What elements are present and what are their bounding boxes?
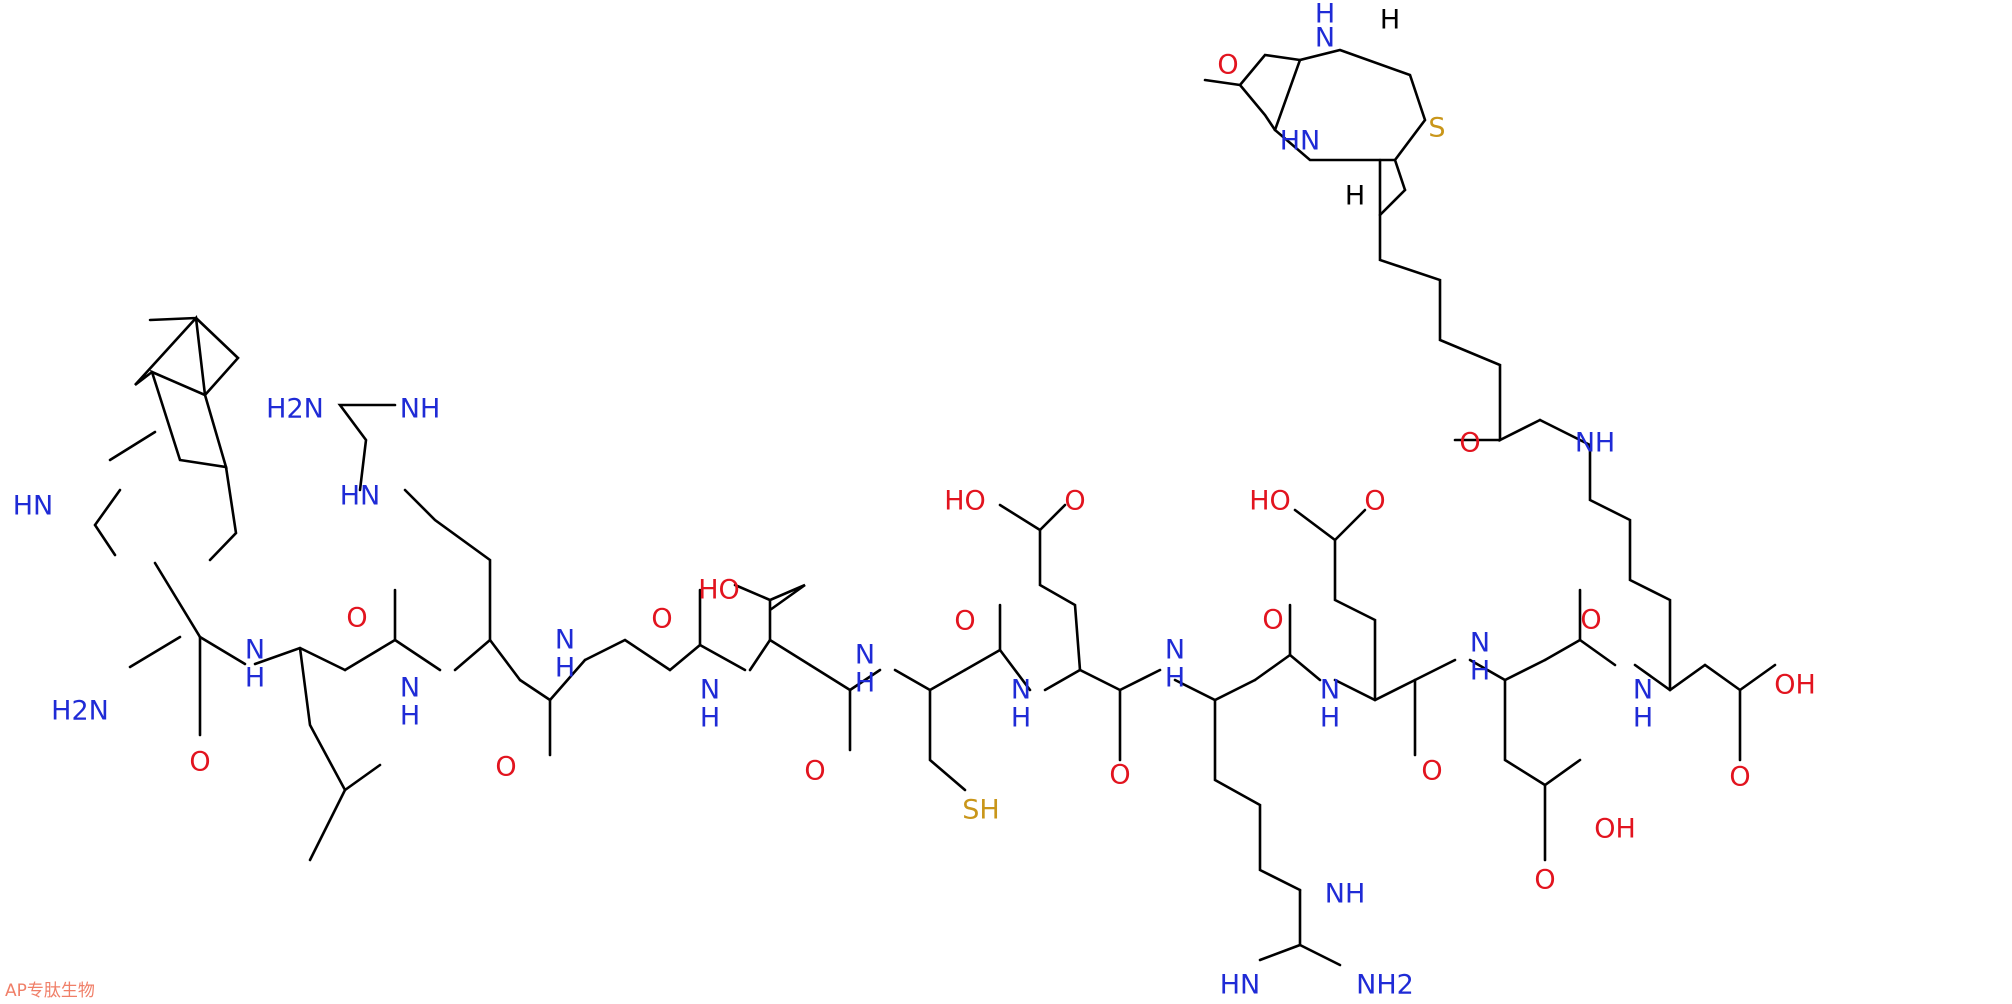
gly-carbonyl-o: O [651, 604, 672, 635]
glu2-amide-n: N [1320, 675, 1340, 706]
arg2-guanidine-hn: HN [1220, 970, 1261, 1000]
asp-amide-h: H [1470, 656, 1490, 687]
leu-amide-h: H [245, 663, 265, 694]
gly-amide-n: N [555, 625, 575, 656]
biotin-urea-o: O [1217, 50, 1238, 81]
arg1-amide-h: H [400, 701, 420, 732]
glu2-carbonyl-o: O [1421, 756, 1442, 787]
asp-acid-o: O [1534, 865, 1555, 896]
leu-amide-n: N [245, 635, 265, 666]
trp-amine-label: H2N [51, 696, 109, 727]
thr-hydroxyl-label: HO [698, 575, 740, 606]
arg2-guanidine-nh2: NH2 [1356, 970, 1414, 1000]
lys-epsilon-amide-n: N [1575, 428, 1595, 459]
biotin-urea-n1: N [1315, 23, 1335, 54]
cys-carbonyl-o: O [954, 606, 975, 637]
arg1-carbonyl-o: O [495, 752, 516, 783]
thr-amide-n: N [700, 675, 720, 706]
lys-amide-n: N [1633, 675, 1653, 706]
glu2-acid-o: O [1364, 486, 1385, 517]
arg2-amide-n: N [1165, 635, 1185, 666]
arg2-carbonyl-o: O [1262, 605, 1283, 636]
arg1-amide-n: N [400, 673, 420, 704]
glu1-acid-oh: HO [944, 486, 986, 517]
arg1-guanidine-nh: NH [400, 394, 441, 425]
glu1-amide-n: N [1011, 675, 1031, 706]
lys-acid-oh: OH [1774, 670, 1816, 701]
gly-amide-h: H [555, 653, 575, 684]
asp-carbonyl-o: O [1580, 605, 1601, 636]
leu-carbonyl-o: O [346, 603, 367, 634]
biotin-stereo-h2: H [1345, 181, 1365, 212]
biotin-sulfur: S [1428, 113, 1445, 144]
biotin-urea-hn: HN [1280, 126, 1321, 157]
lys-epsilon-amide-h: H [1595, 428, 1615, 459]
asp-amide-n: N [1470, 628, 1490, 659]
bond-lines [93, 48, 1777, 967]
glu1-acid-o: O [1064, 486, 1085, 517]
watermark: AP专肽生物 [5, 981, 95, 1001]
lys-acid-o: O [1729, 762, 1750, 793]
glu2-acid-oh: HO [1249, 486, 1291, 517]
asp-acid-oh: OH [1594, 814, 1636, 845]
biotin-stereo-h1: H [1380, 5, 1400, 36]
lys-amide-h: H [1633, 703, 1653, 734]
arg1-side-hn: HN [340, 481, 381, 512]
trp-indole-nh-label: HN [13, 491, 54, 522]
cys-amide-n: N [855, 640, 875, 671]
arg1-guanidine-nh2: H2N [266, 394, 324, 425]
cys-thiol-label: SH [962, 795, 999, 826]
trp-carbonyl-o: O [189, 747, 210, 778]
arg2-side-nh: NH [1325, 879, 1366, 910]
glu1-amide-h: H [1011, 703, 1031, 734]
arg2-amide-h: H [1165, 663, 1185, 694]
cys-amide-h: H [855, 668, 875, 699]
thr-carbonyl-o: O [804, 756, 825, 787]
glu2-amide-h: H [1320, 703, 1340, 734]
thr-amide-h: H [700, 703, 720, 734]
biotin-urea-h1: H [1315, 0, 1335, 30]
biotinyl-carbonyl-o: O [1459, 428, 1480, 459]
atom-labels: HN H2N O N H O H2N NH HN N H O N H O HO … [13, 0, 1816, 1001]
glu1-carbonyl-o: O [1109, 760, 1130, 791]
